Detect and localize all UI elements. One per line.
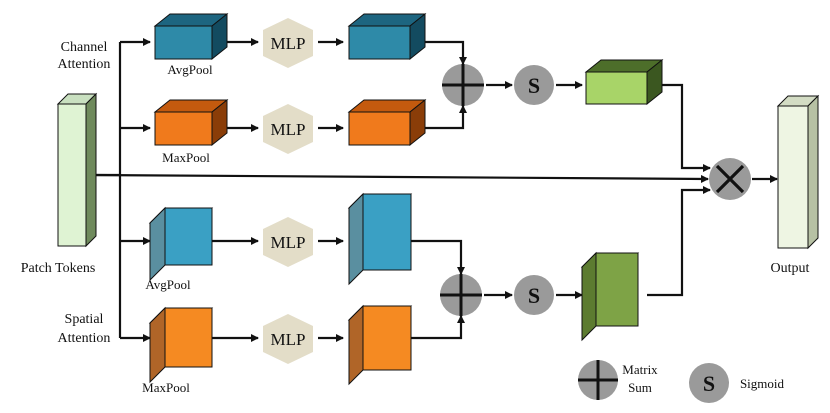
- channel-map-front: [585, 71, 648, 105]
- mlp-hexagon-2: MLP: [263, 104, 313, 154]
- arrow-to-channel-sum-top: [425, 40, 467, 65]
- mlp-3-shape: [263, 217, 313, 267]
- maxpool-channel-box: [153, 98, 229, 147]
- output-block: [776, 94, 820, 250]
- plus-icon: [578, 360, 618, 400]
- maxpool-spatial-box: [148, 306, 214, 384]
- avg-s-out-front: [362, 193, 412, 271]
- spatial-attention-label-line1: Spatial: [65, 312, 104, 327]
- mlp-2-label: MLP: [271, 120, 306, 139]
- mlp-1-shape: [263, 18, 313, 68]
- mlp-1-label: MLP: [271, 34, 306, 53]
- patch-tokens-side-face: [85, 92, 97, 248]
- spatial-attention-label-line2: Attention: [58, 331, 111, 346]
- channel-attention-label-line1: Channel: [61, 40, 108, 55]
- avg-mlp-out-front: [348, 25, 411, 60]
- maxpool-channel-label: MaxPool: [162, 150, 210, 165]
- avgpool-channel-mlp-output-box: [347, 12, 427, 61]
- maxpool-channel-front: [154, 111, 213, 146]
- spatial-sigmoid-operator: S: [514, 275, 554, 315]
- spatial-attention-map-box: [580, 251, 640, 342]
- arrow-skip-to-multiply: [89, 173, 709, 183]
- times-icon: [715, 164, 745, 194]
- avgpool-spatial-left: [149, 206, 166, 282]
- arrow-to-channel-sum-bottom: [425, 105, 467, 130]
- channel-sigmoid-circle: [514, 65, 554, 105]
- maxpool-spatial-front: [164, 307, 213, 368]
- max-s-out-left: [348, 304, 364, 386]
- multiply-operator: [709, 158, 751, 200]
- spatial-map-front: [595, 252, 639, 327]
- channel-sigmoid-operator: S: [514, 65, 554, 105]
- plus-icon: [442, 64, 484, 106]
- legend-matrix-sum: Matrix Sum: [578, 360, 658, 400]
- maxpool-spatial-left: [149, 306, 166, 384]
- mlp-hexagon-4: MLP: [263, 314, 313, 364]
- output-front-face: [777, 105, 809, 249]
- mlp-2-shape: [263, 104, 313, 154]
- output-label: Output: [771, 261, 810, 276]
- arrow-spatial-map-to-multiply: [647, 186, 711, 297]
- avgpool-channel-box: [153, 12, 229, 61]
- avgpool-spatial-label: AvgPool: [145, 277, 191, 292]
- legend-matrix-sum-label-line2: Sum: [628, 380, 652, 395]
- avgpool-channel-label: AvgPool: [167, 62, 213, 77]
- channel-sum-operator: [442, 64, 484, 106]
- maxpool-channel-mlp-output-box: [347, 98, 427, 147]
- legend-sigmoid-circle: [689, 363, 729, 403]
- channel-attention-label-line2: Attention: [58, 57, 111, 72]
- patch-tokens-block: [56, 92, 98, 248]
- mlp-hexagon-1: MLP: [263, 18, 313, 68]
- max-s-out-front: [362, 305, 412, 371]
- patch-tokens-label: Patch Tokens: [21, 261, 96, 276]
- maxpool-spatial-label: MaxPool: [142, 380, 190, 395]
- channel-attention-map-box: [584, 58, 664, 106]
- avgpool-spatial-mlp-output-box: [347, 192, 413, 286]
- spatial-sigmoid-circle: [514, 275, 554, 315]
- mlp-3-label: MLP: [271, 233, 306, 252]
- plus-icon: [440, 274, 482, 316]
- legend-matrix-sum-label-line1: Matrix: [622, 362, 658, 377]
- mlp-hexagon-3: MLP: [263, 217, 313, 267]
- legend-sigmoid: S Sigmoid: [689, 363, 785, 403]
- arrow-channel-map-to-multiply: [660, 83, 711, 172]
- avgpool-channel-front: [154, 25, 213, 60]
- legend: Matrix Sum S Sigmoid: [578, 360, 785, 403]
- avgpool-spatial-box: [148, 206, 214, 282]
- arrow-to-spatial-sum-top: [411, 239, 465, 275]
- legend-sigmoid-symbol: S: [703, 371, 715, 396]
- avg-s-out-left: [348, 192, 364, 286]
- output-side-face: [807, 94, 819, 250]
- mlp-4-shape: [263, 314, 313, 364]
- maxpool-spatial-mlp-output-box: [347, 304, 413, 386]
- avgpool-spatial-front: [164, 207, 213, 266]
- arrow-to-spatial-sum-bottom: [411, 315, 465, 340]
- spatial-sigmoid-symbol: S: [528, 283, 540, 308]
- max-mlp-out-front: [348, 111, 411, 146]
- spatial-map-left: [581, 251, 597, 342]
- spatial-sum-operator: [440, 274, 482, 316]
- channel-sigmoid-symbol: S: [528, 73, 540, 98]
- mlp-4-label: MLP: [271, 330, 306, 349]
- connectors: [89, 38, 778, 342]
- legend-sigmoid-label: Sigmoid: [740, 376, 785, 391]
- patch-tokens-front-face: [57, 103, 87, 247]
